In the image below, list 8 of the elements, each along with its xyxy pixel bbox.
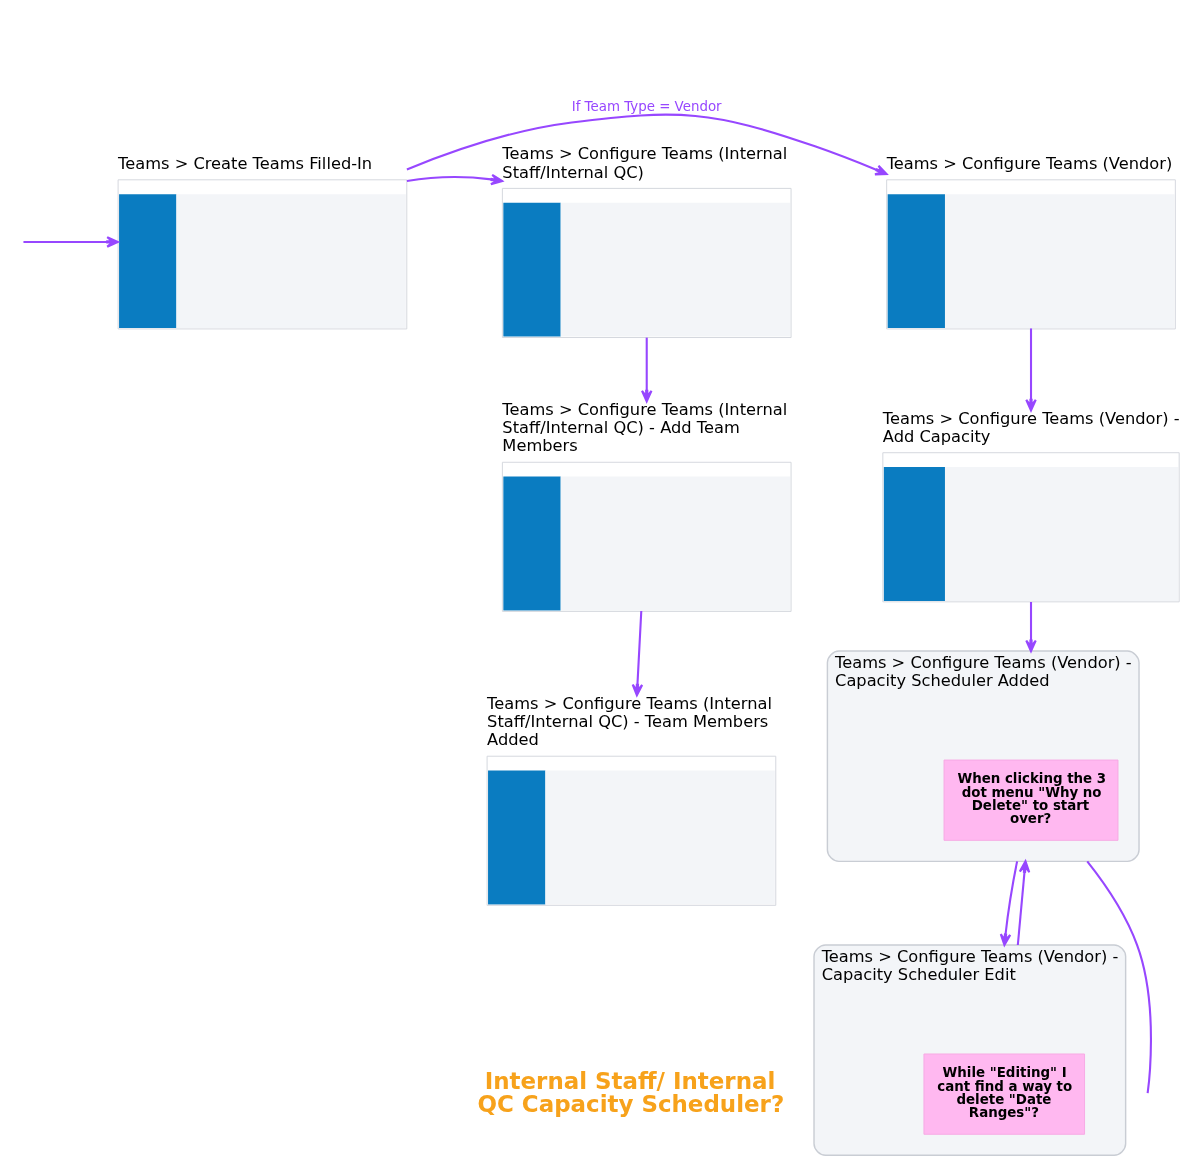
label: Internal Staff/ Internal QC Capacity Scheduler? xyxy=(477,1067,784,1117)
node-label: Teams > Configure Teams (Vendor) xyxy=(886,153,1172,173)
node-label: Teams > Create Teams Filled-In xyxy=(117,153,372,173)
node-label: Teams > Configure Teams (Vendor) - Add Capacity xyxy=(882,408,1180,446)
edge-label: If Team Type = Vendor xyxy=(571,99,722,115)
node-label: Teams > Configure Teams (Internal Staff/Internal QC) - Add Team Members xyxy=(501,400,787,456)
node-label: Teams > Configure Teams (Internal Staff/Internal QC) xyxy=(501,144,787,182)
node-label: Teams > Configure Teams (Internal Staff/Internal QC) - Team Members Added xyxy=(486,694,772,750)
